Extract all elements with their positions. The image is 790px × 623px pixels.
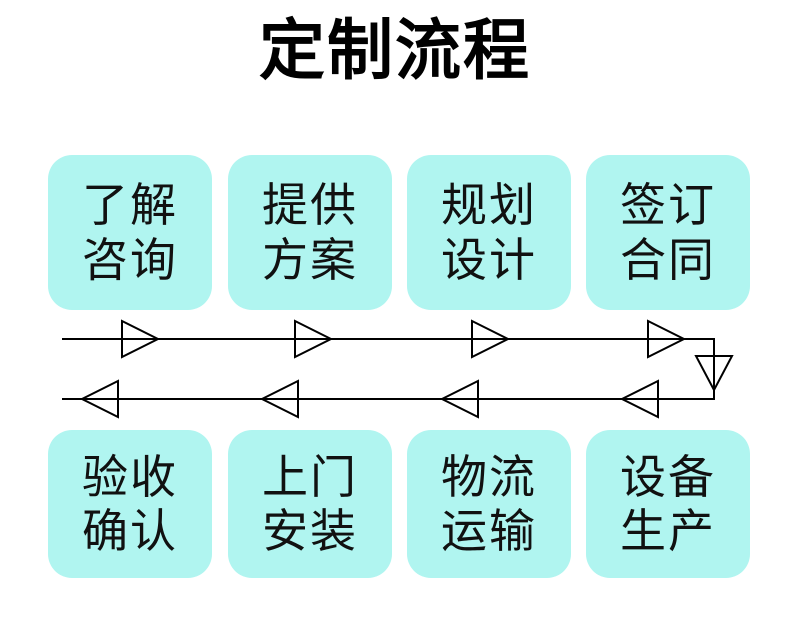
arrow-left-icon-2 xyxy=(259,379,299,419)
step-box-top-4[interactable]: 签订 合同 xyxy=(586,155,750,310)
step-box-top-3-line2: 设计 xyxy=(441,232,537,287)
step-box-top-4-line2: 合同 xyxy=(620,232,716,287)
step-box-top-2-line2: 方案 xyxy=(262,232,358,287)
step-box-bottom-3-line1: 物流 xyxy=(441,449,537,504)
step-box-bottom-2[interactable]: 上门 安装 xyxy=(228,430,392,578)
step-box-top-4-line1: 签订 xyxy=(620,178,716,233)
step-box-bottom-2-line1: 上门 xyxy=(262,449,358,504)
step-box-top-2[interactable]: 提供 方案 xyxy=(228,155,392,310)
step-box-bottom-1-line1: 验收 xyxy=(82,449,178,504)
step-box-bottom-4[interactable]: 设备 生产 xyxy=(586,430,750,578)
step-box-top-3-line1: 规划 xyxy=(441,178,537,233)
step-box-bottom-1-line2: 确认 xyxy=(82,504,178,558)
step-box-bottom-4-line2: 生产 xyxy=(620,504,716,558)
step-box-top-1-line2: 咨询 xyxy=(82,232,178,287)
arrow-right-icon-4 xyxy=(647,319,687,359)
arrow-right-icon-3 xyxy=(471,319,511,359)
step-box-bottom-4-line1: 设备 xyxy=(620,449,716,504)
arrow-left-icon-3 xyxy=(439,379,479,419)
step-box-bottom-3[interactable]: 物流 运输 xyxy=(407,430,571,578)
arrow-left-icon-4 xyxy=(619,379,659,419)
step-box-top-1[interactable]: 了解 咨询 xyxy=(48,155,212,310)
step-box-top-3[interactable]: 规划 设计 xyxy=(407,155,571,310)
arrow-right-icon-2 xyxy=(294,319,334,359)
step-box-bottom-3-line2: 运输 xyxy=(441,504,537,558)
arrow-down-icon xyxy=(694,355,734,393)
page-title: 定制流程 xyxy=(259,12,531,89)
arrow-right-icon-1 xyxy=(121,319,161,359)
step-box-top-2-line1: 提供 xyxy=(262,178,358,233)
step-box-bottom-2-line2: 安装 xyxy=(262,504,358,558)
step-box-bottom-1[interactable]: 验收 确认 xyxy=(48,430,212,578)
arrow-left-icon-1 xyxy=(79,379,119,419)
step-box-top-1-line1: 了解 xyxy=(82,178,178,233)
